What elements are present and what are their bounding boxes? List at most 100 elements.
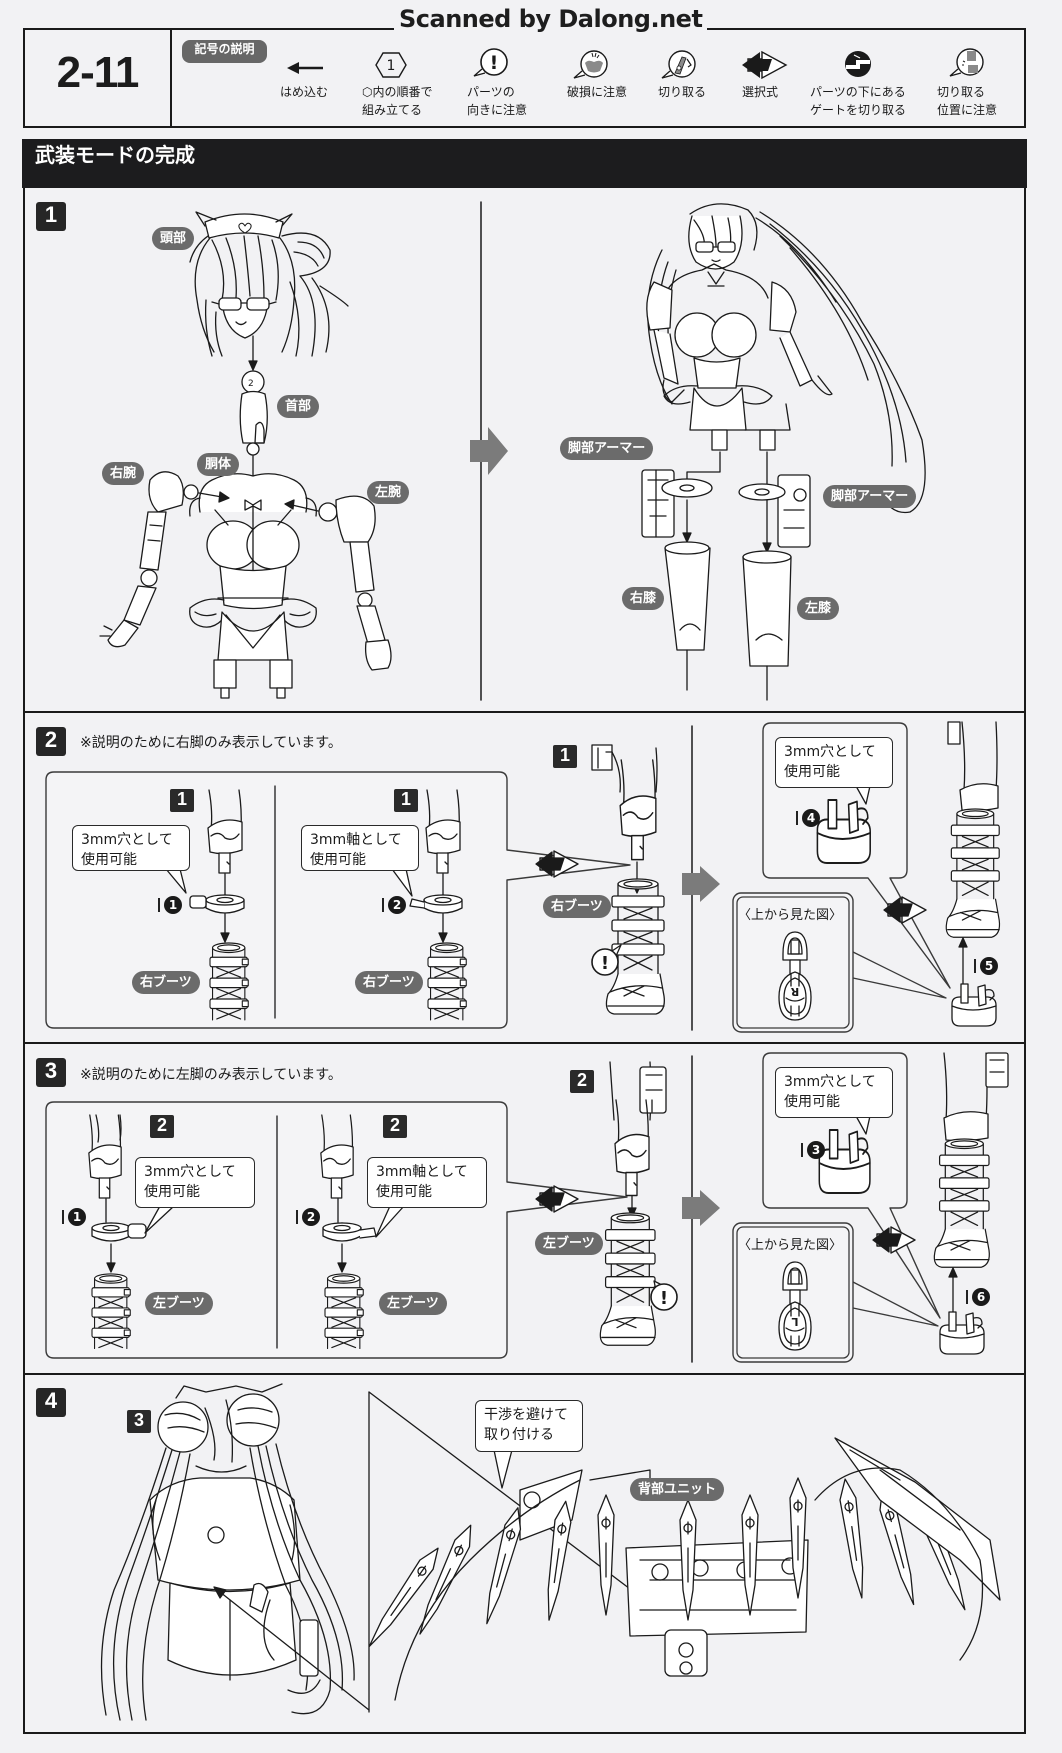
step4-ref-badge: 3 (127, 1410, 151, 1433)
left-arm-insert-arrow (284, 499, 319, 512)
top-view-mark-right: R (790, 985, 799, 998)
step3-option1-boot-label: 左ブーツ (145, 1292, 213, 1315)
step3-option1-callout: 3mm穴として使用可能 (135, 1157, 255, 1208)
step2-option1-callout: 3mm穴として使用可能 (72, 825, 190, 871)
legend-label-assembly-order: ⬡内の順番で組み立てる (362, 85, 433, 117)
step3-assembly-ref-badge: 2 (570, 1070, 594, 1093)
step2-top-view-title: 〈上から見た図〉 (738, 908, 843, 923)
step2-callout2-tail (391, 868, 413, 897)
step2-final-order-marker: 5 (974, 957, 998, 975)
step2-option2-ref-badge: 1 (394, 789, 418, 812)
legend-label-part-orientation: パーツの向きに注意 (467, 85, 528, 117)
label-right-knee: 右膝 (622, 587, 665, 610)
step2-options-frame (45, 771, 631, 1029)
label-torso: 胴体 (197, 453, 240, 476)
label-head: 頭部 (152, 227, 195, 250)
breakage-caution-icon (572, 49, 612, 81)
neck-part-mark: 2 (248, 379, 254, 389)
attach-direction-arrow (213, 1586, 370, 1711)
step3-option2-boot-label: 左ブーツ (379, 1292, 447, 1315)
legend-title: 記号の説明 (182, 40, 267, 63)
step3-flow-arrow (682, 1190, 720, 1226)
label-leg-armor-left: 脚部アーマー (823, 485, 917, 508)
step-2-badge: 2 (36, 727, 66, 756)
step2-foot-part-order-marker: 4 (796, 809, 820, 827)
step3-callout1-tail (144, 1205, 175, 1234)
label-back-unit: 背部ユニット (630, 1478, 725, 1501)
scan-watermark: Scanned by Dalong.net (394, 5, 708, 33)
right-leg-armor-assembly (641, 451, 721, 691)
step2-option2-illustration (409, 789, 467, 1021)
step3-option2-callout: 3mm軸として使用可能 (367, 1157, 487, 1208)
step-separator (23, 1042, 1026, 1044)
neck-part-illustration: 2 (239, 370, 268, 456)
section-title: 武装モードの完成 (35, 143, 195, 167)
page-number: 2-11 (56, 48, 140, 97)
figure-back-view-illustration (100, 1383, 355, 1721)
legend-label-cut-position: 切り取る位置に注意 (937, 85, 998, 117)
step2-assembly-ref-badge: 1 (553, 745, 577, 768)
left-leg-armor-assembly (738, 451, 811, 701)
label-right-arm: 右腕 (102, 462, 145, 485)
legend-label-insert: はめ込む (280, 85, 329, 99)
legend-label-selectable: 選択式 (742, 85, 779, 99)
step2-option1-boot-label: 右ブーツ (132, 971, 200, 994)
assembly-order-hexagon-icon: 1 (371, 49, 411, 81)
step3-option2-ref-badge: 2 (383, 1115, 407, 1138)
top-view-mark-left: L (791, 1315, 798, 1328)
step3-top-view-title: 〈上から見た図〉 (738, 1238, 843, 1253)
assembled-upper-body-illustration (646, 203, 926, 514)
step3-callout3-tail (855, 1115, 871, 1135)
step2-option1-illustration (189, 789, 249, 1021)
caution-glyph: ! (490, 52, 499, 74)
step2-option1-ref-badge: 1 (170, 789, 194, 812)
step3-foot-part-callout: 3mm穴として使用可能 (775, 1067, 893, 1118)
step3-option1-illustration (88, 1114, 147, 1350)
step2-option2-callout: 3mm軸として使用可能 (301, 825, 419, 871)
step2-top-view-box: R (732, 892, 947, 1033)
section-title-bar (22, 139, 1027, 188)
flow-arrow (470, 427, 508, 475)
step2-assembly-boot-label: 右ブーツ (543, 895, 611, 918)
step2-option2-boot-label: 右ブーツ (355, 971, 423, 994)
head-to-neck-arrow (248, 335, 258, 371)
step2-boot-assembly-illustration (591, 744, 665, 1015)
step2-finished-right-leg (945, 721, 1001, 1027)
legend-label-gate-under-part: パーツの下にあるゲートを切り取る (810, 85, 907, 117)
step2-caution-icon: ! (591, 944, 622, 976)
step-3-badge: 3 (36, 1058, 66, 1087)
step3-foot-part-order-marker: 3 (801, 1141, 825, 1159)
hexagon-glyph: 1 (387, 58, 396, 74)
right-arm-insert-arrow (198, 491, 230, 503)
gate-under-part-icon (838, 49, 878, 81)
step-2-note: ※説明のために右脚のみ表示しています。 (80, 735, 342, 751)
step3-boot-assembly-illustration (599, 1061, 667, 1346)
step3-assembly-boot-label: 左ブーツ (535, 1232, 603, 1255)
step2-callout1-tail (165, 868, 187, 894)
step2-option2-order-marker: 2 (382, 896, 406, 914)
back-unit-illustration (361, 1437, 1001, 1701)
step2-foot-part-callout: 3mm穴として使用可能 (775, 737, 893, 788)
step2-option1-order-marker: 1 (158, 896, 182, 914)
header-divider (170, 28, 172, 128)
step4-callout-tail (493, 1449, 513, 1489)
torso-part-illustration (189, 473, 317, 699)
step3-option1-order-marker: 1 (62, 1208, 86, 1226)
part-orientation-caution-icon: ! (472, 47, 512, 79)
step3-finished-left-leg (933, 1052, 1009, 1355)
step-3-note: ※説明のために左脚のみ表示しています。 (80, 1067, 342, 1083)
cut-position-caution-icon (948, 47, 988, 79)
step3-option1-ref-badge: 2 (150, 1115, 174, 1138)
step3-caution-glyph: ! (660, 1288, 668, 1309)
step-separator (23, 1373, 1026, 1375)
label-left-knee: 左膝 (797, 597, 840, 620)
left-arm-part-illustration (318, 495, 392, 671)
step3-option2-illustration (320, 1114, 377, 1350)
step2-callout3-tail (855, 785, 871, 805)
step2-caution-glyph: ! (601, 953, 609, 974)
label-left-arm: 左腕 (367, 481, 410, 504)
step3-option2-order-marker: 2 (296, 1208, 320, 1226)
step3-top-view-box: L (732, 1222, 939, 1363)
label-neck: 首部 (277, 395, 320, 418)
